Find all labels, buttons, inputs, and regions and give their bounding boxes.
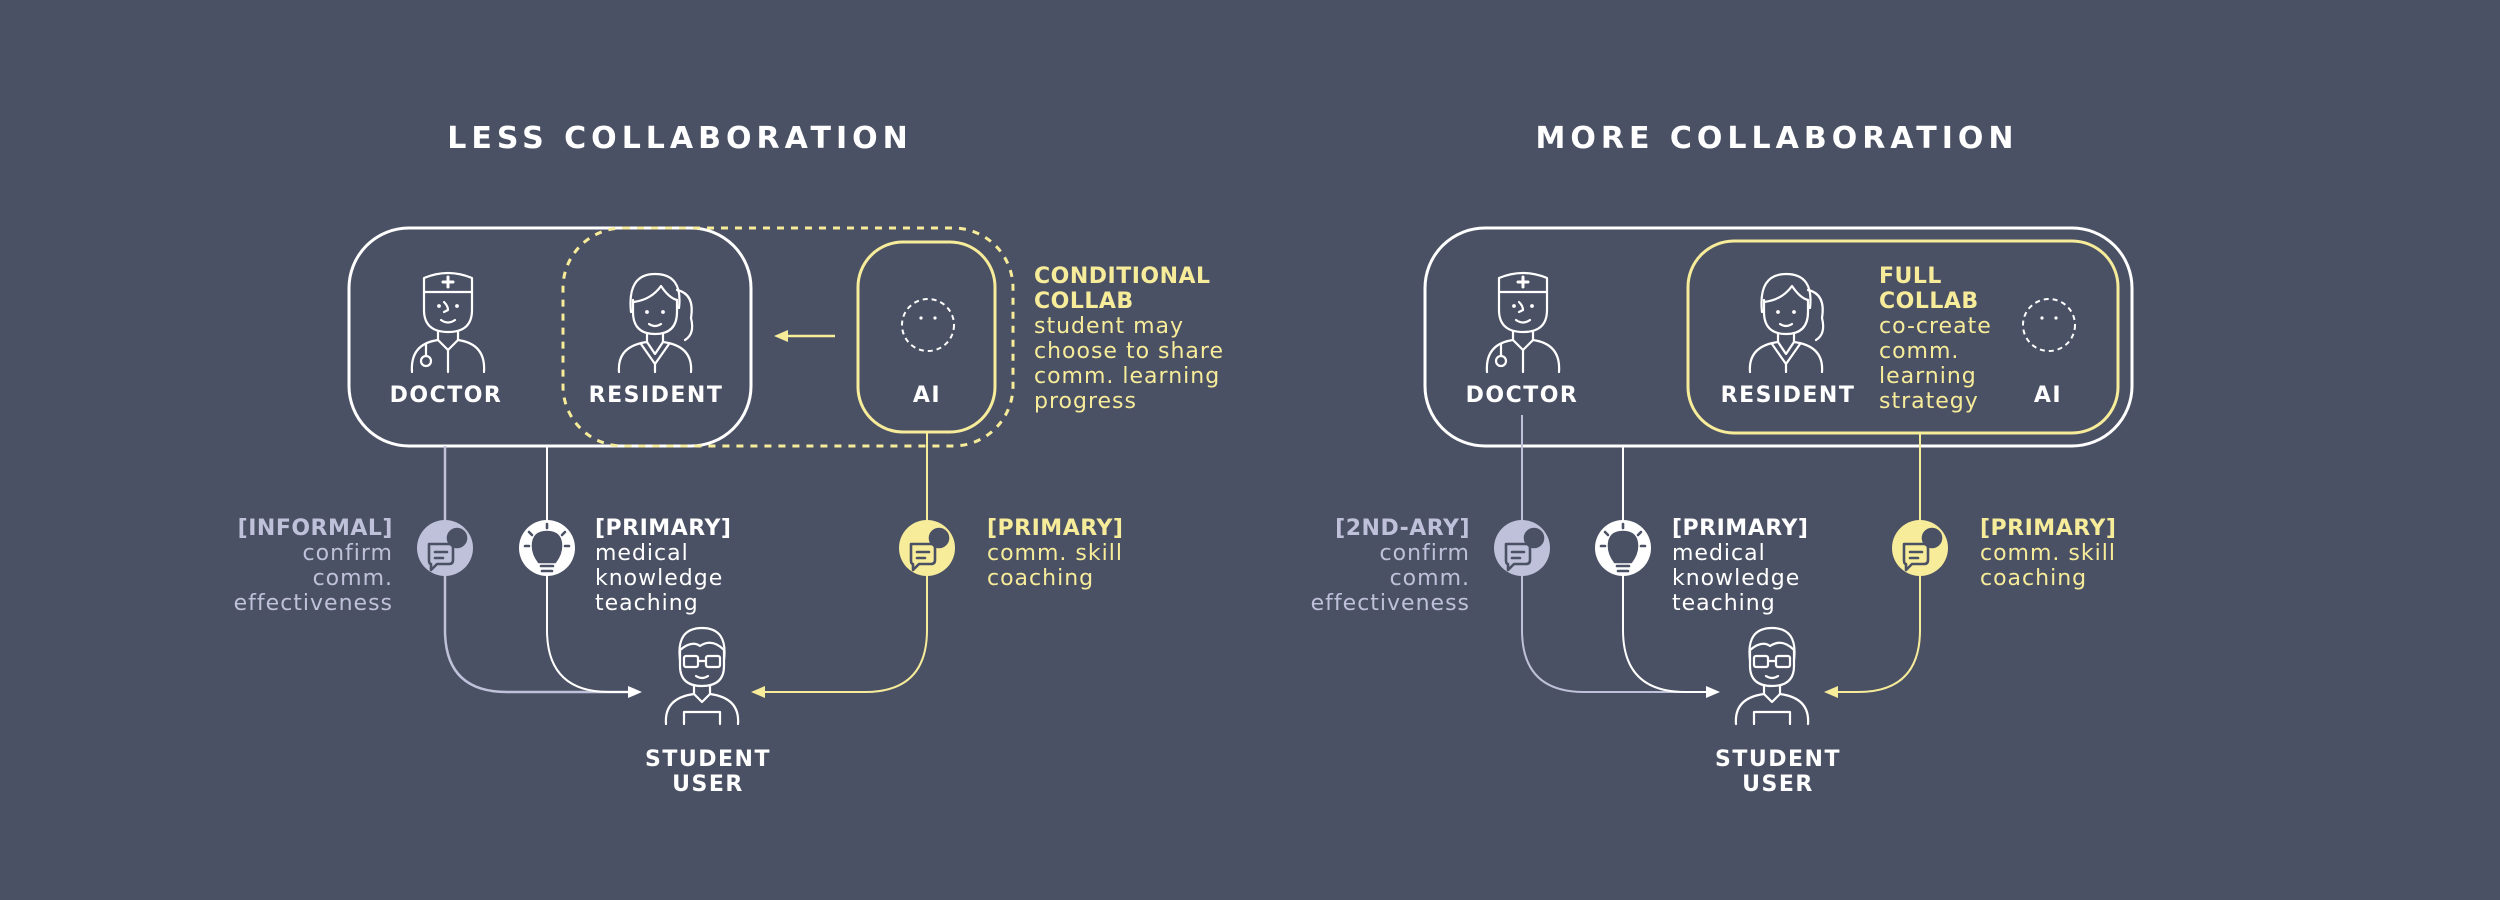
left-student-label: USER [672, 772, 744, 797]
right-resident-icon [1748, 272, 1825, 374]
right-primary-med-note: [PRIMARY] medical knowledge teaching [1672, 516, 1808, 616]
left-student-icon [664, 626, 740, 726]
collab-header-line: COLLAB [1879, 289, 1979, 314]
collab-body-line: co-create [1879, 314, 1992, 339]
link-header: [PRIMARY] [987, 516, 1123, 541]
link-header: [2ND-ARY] [1335, 516, 1470, 541]
left-resident-to-student-line [546, 446, 630, 693]
left-resident-icon [617, 272, 694, 374]
collab-body-line: choose to share [1034, 339, 1224, 364]
link-header: [PRIMARY] [1980, 516, 2116, 541]
right-ai-to-student-line [1836, 433, 1921, 693]
link-body-line: comm. [1390, 566, 1470, 591]
left-doctor-label: DOCTOR [390, 383, 503, 408]
link-body-line: medical [595, 541, 689, 566]
collab-body-line: progress [1034, 389, 1137, 414]
collab-body-line: learning [1879, 364, 1977, 389]
collab-body-line: comm. learning [1034, 364, 1220, 389]
link-body-line: comm. [313, 566, 393, 591]
right-resident-label: RESIDENT [1721, 383, 1856, 408]
link-body-line: knowledge [595, 566, 723, 591]
right-doctor-label: DOCTOR [1466, 383, 1579, 408]
link-body-line: comm. skill [1980, 541, 2116, 566]
link-header: [PRIMARY] [1672, 516, 1808, 541]
right-ai-label: AI [2034, 383, 2062, 408]
collab-header-line: FULL [1879, 264, 1942, 289]
link-header: [PRIMARY] [595, 516, 731, 541]
link-header: [INFORMAL] [238, 516, 393, 541]
left-ai-icon [901, 298, 955, 352]
link-body-line: confirm [303, 541, 393, 566]
left-informal-badge [417, 520, 473, 576]
left-title: LESS COLLABORATION [447, 121, 912, 156]
link-body-line: effectiveness [234, 591, 393, 616]
left-primary-ai-note: [PRIMARY] comm. skill coaching [987, 516, 1123, 591]
right-primary-ai-note: [PRIMARY] comm. skill coaching [1980, 516, 2116, 591]
right-secondary-note: [2ND-ARY] confirm comm. effectiveness [1311, 516, 1470, 616]
right-collab-note: FULL COLLAB co-create comm. learning str… [1879, 264, 1992, 414]
link-body-line: medical [1672, 541, 1766, 566]
left-primary-med-note: [PRIMARY] medical knowledge teaching [595, 516, 731, 616]
left-collab-note: CONDITIONAL COLLAB student may choose to… [1034, 264, 1224, 414]
right-student-label: STUDENT [1715, 747, 1841, 772]
right-all-group-box [1423, 226, 2134, 448]
right-primary-ai-badge [1892, 520, 1948, 576]
link-body-line: knowledge [1672, 566, 1800, 591]
collab-body-line: student may [1034, 314, 1184, 339]
right-secondary-badge [1494, 520, 1550, 576]
left-ai-to-student-line [763, 432, 928, 693]
right-student-icon [1734, 626, 1810, 726]
link-body-line: effectiveness [1311, 591, 1470, 616]
left-resident-label: RESIDENT [589, 383, 724, 408]
right-resident-to-student-line [1622, 446, 1707, 693]
link-body-line: coaching [987, 566, 1094, 591]
left-doctor-icon [410, 271, 486, 374]
right-panel: MORE COLLABORATION DOCTOR RESIDENT AI FU… [1311, 121, 2134, 797]
left-doctor-to-student-line [443, 446, 630, 694]
collab-header-line: COLLAB [1034, 289, 1134, 314]
right-doctor-to-student-line [1521, 415, 1707, 693]
right-doctor-icon [1485, 271, 1561, 374]
right-student-label: USER [1742, 772, 1814, 797]
collab-body-line: comm. [1879, 339, 1959, 364]
collab-body-line: strategy [1879, 389, 1979, 414]
link-body-line: comm. skill [987, 541, 1123, 566]
left-informal-note: [INFORMAL] confirm comm. effectiveness [234, 516, 393, 616]
left-human-group-box [347, 226, 753, 448]
left-primary-ai-badge [899, 520, 955, 576]
link-body-line: teaching [595, 591, 699, 616]
collab-header-line: CONDITIONAL [1034, 264, 1211, 289]
left-ai-label: AI [913, 383, 941, 408]
link-body-line: teaching [1672, 591, 1776, 616]
left-panel: LESS COLLABORATION DOCTOR RESIDENT AI CO… [234, 121, 1224, 797]
link-body-line: coaching [1980, 566, 2087, 591]
right-ai-icon [2022, 298, 2076, 352]
link-body-line: confirm [1380, 541, 1470, 566]
left-student-label: STUDENT [645, 747, 771, 772]
right-title: MORE COLLABORATION [1536, 121, 2019, 156]
right-full-collab-box [1686, 239, 2120, 435]
